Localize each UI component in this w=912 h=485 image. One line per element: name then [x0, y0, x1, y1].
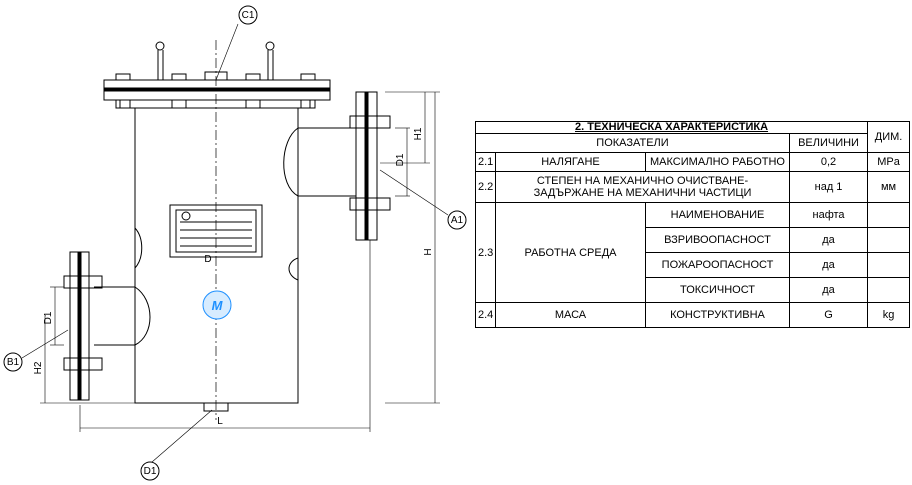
row-number: 2.4 [475, 302, 496, 328]
table-row: ПОЖАРООПАСНОСТ да [476, 252, 911, 278]
top-cover-flange [103, 41, 331, 109]
row-unit: мм [867, 171, 911, 203]
row-number: 2.3 [475, 202, 496, 303]
table-row: 2.2 СТЕПЕН НА МЕХАНИЧНО ОЧИСТВАНЕ- ЗАДЪР… [475, 171, 911, 203]
table-row: ТОКСИЧНОСТ да [476, 277, 911, 303]
row-unit [867, 252, 911, 278]
row-sub: ТОКСИЧНОСТ [645, 277, 790, 303]
dim-l: L [217, 416, 223, 427]
header-indicators: ПОКАЗАТЕЛИ [475, 133, 790, 153]
table-title: 2. ТЕХНИЧЕСКА ХАРАКТЕРИСТИКА [474, 121, 869, 134]
left-inlet-flange [63, 251, 151, 401]
row-sub: ВЗРИВООПАСНОСТ [645, 227, 790, 253]
dim-d1-right: D1 [395, 153, 406, 166]
row-name: СТЕПЕН НА МЕХАНИЧНО ОЧИСТВАНЕ- ЗАДЪРЖАНЕ… [495, 171, 790, 203]
row-name-line1: СТЕПЕН НА МЕХАНИЧНО ОЧИСТВАНЕ- [536, 175, 749, 187]
table-row: 2.3 РАБОТНА СРЕДА НАИМЕНОВАНИЕ нафта [475, 202, 911, 303]
manufacturer-logo: M [202, 290, 232, 320]
table-row: 2.1 НАЛЯГАНЕ МАКСИМАЛНО РАБОТНО 0,2 MPa [475, 152, 911, 172]
callout-c1: C1 [242, 10, 255, 21]
row-sub: НАИМЕНОВАНИЕ [645, 202, 790, 228]
right-outlet-flange [283, 91, 391, 241]
row-unit: MPa [867, 152, 911, 172]
row-value: 0,2 [788, 152, 869, 172]
row-sub: ПОЖАРООПАСНОСТ [645, 252, 790, 278]
dim-d: D [204, 254, 211, 265]
row-value: G [788, 302, 869, 328]
row-unit [867, 277, 911, 303]
header-values: ВЕЛИЧИНИ [788, 133, 869, 153]
filter-body [134, 107, 299, 404]
row-sub: КОНСТРУКТИВНА [645, 302, 790, 328]
right-lug [288, 257, 299, 281]
dim-d1-left: D1 [43, 311, 54, 324]
row-value: нафта [788, 202, 869, 228]
name-plate [169, 204, 263, 258]
row-name: НАЛЯГАНЕ [495, 152, 646, 172]
callout-b1: B1 [7, 357, 20, 368]
row-value: да [788, 227, 869, 253]
row-value: да [788, 277, 869, 303]
row-unit [867, 227, 911, 253]
dim-h2: H2 [33, 361, 44, 374]
row-unit [867, 202, 911, 228]
technical-specification-table: 2. ТЕХНИЧЕСКА ХАРАКТЕРИСТИКА ДИМ. ПОКАЗА… [474, 121, 911, 328]
header-unit: ДИМ. [867, 121, 911, 153]
row-name-line2: ЗАДЪРЖАНЕ НА МЕХАНИЧНИ ЧАСТИЦИ [533, 187, 752, 199]
bottom-drain [203, 402, 229, 412]
row-name: РАБОТНА СРЕДА [495, 202, 646, 303]
row-sub: МАКСИМАЛНО РАБОТНО [645, 152, 790, 172]
row-number: 2.1 [475, 152, 496, 172]
row-value: да [788, 252, 869, 278]
row-unit: kg [867, 302, 911, 328]
row-name: МАСА [495, 302, 646, 328]
table-row: ВЗРИВООПАСНОСТ да [476, 227, 911, 253]
callout-d1: D1 [144, 466, 157, 477]
callout-a1: A1 [451, 215, 464, 226]
row-value: над 1 [788, 171, 869, 203]
row-number: 2.2 [475, 171, 496, 203]
table-row: 2.4 МАСА КОНСТРУКТИВНА G kg [475, 302, 911, 328]
dim-h: H [423, 248, 434, 255]
left-lug [134, 227, 143, 269]
dim-h1: H1 [413, 127, 424, 140]
filter-technical-drawing: M C1 A1 B1 D1 H1 D1 H D1 H2 L D [3, 5, 467, 481]
svg-text:M: M [212, 298, 224, 313]
